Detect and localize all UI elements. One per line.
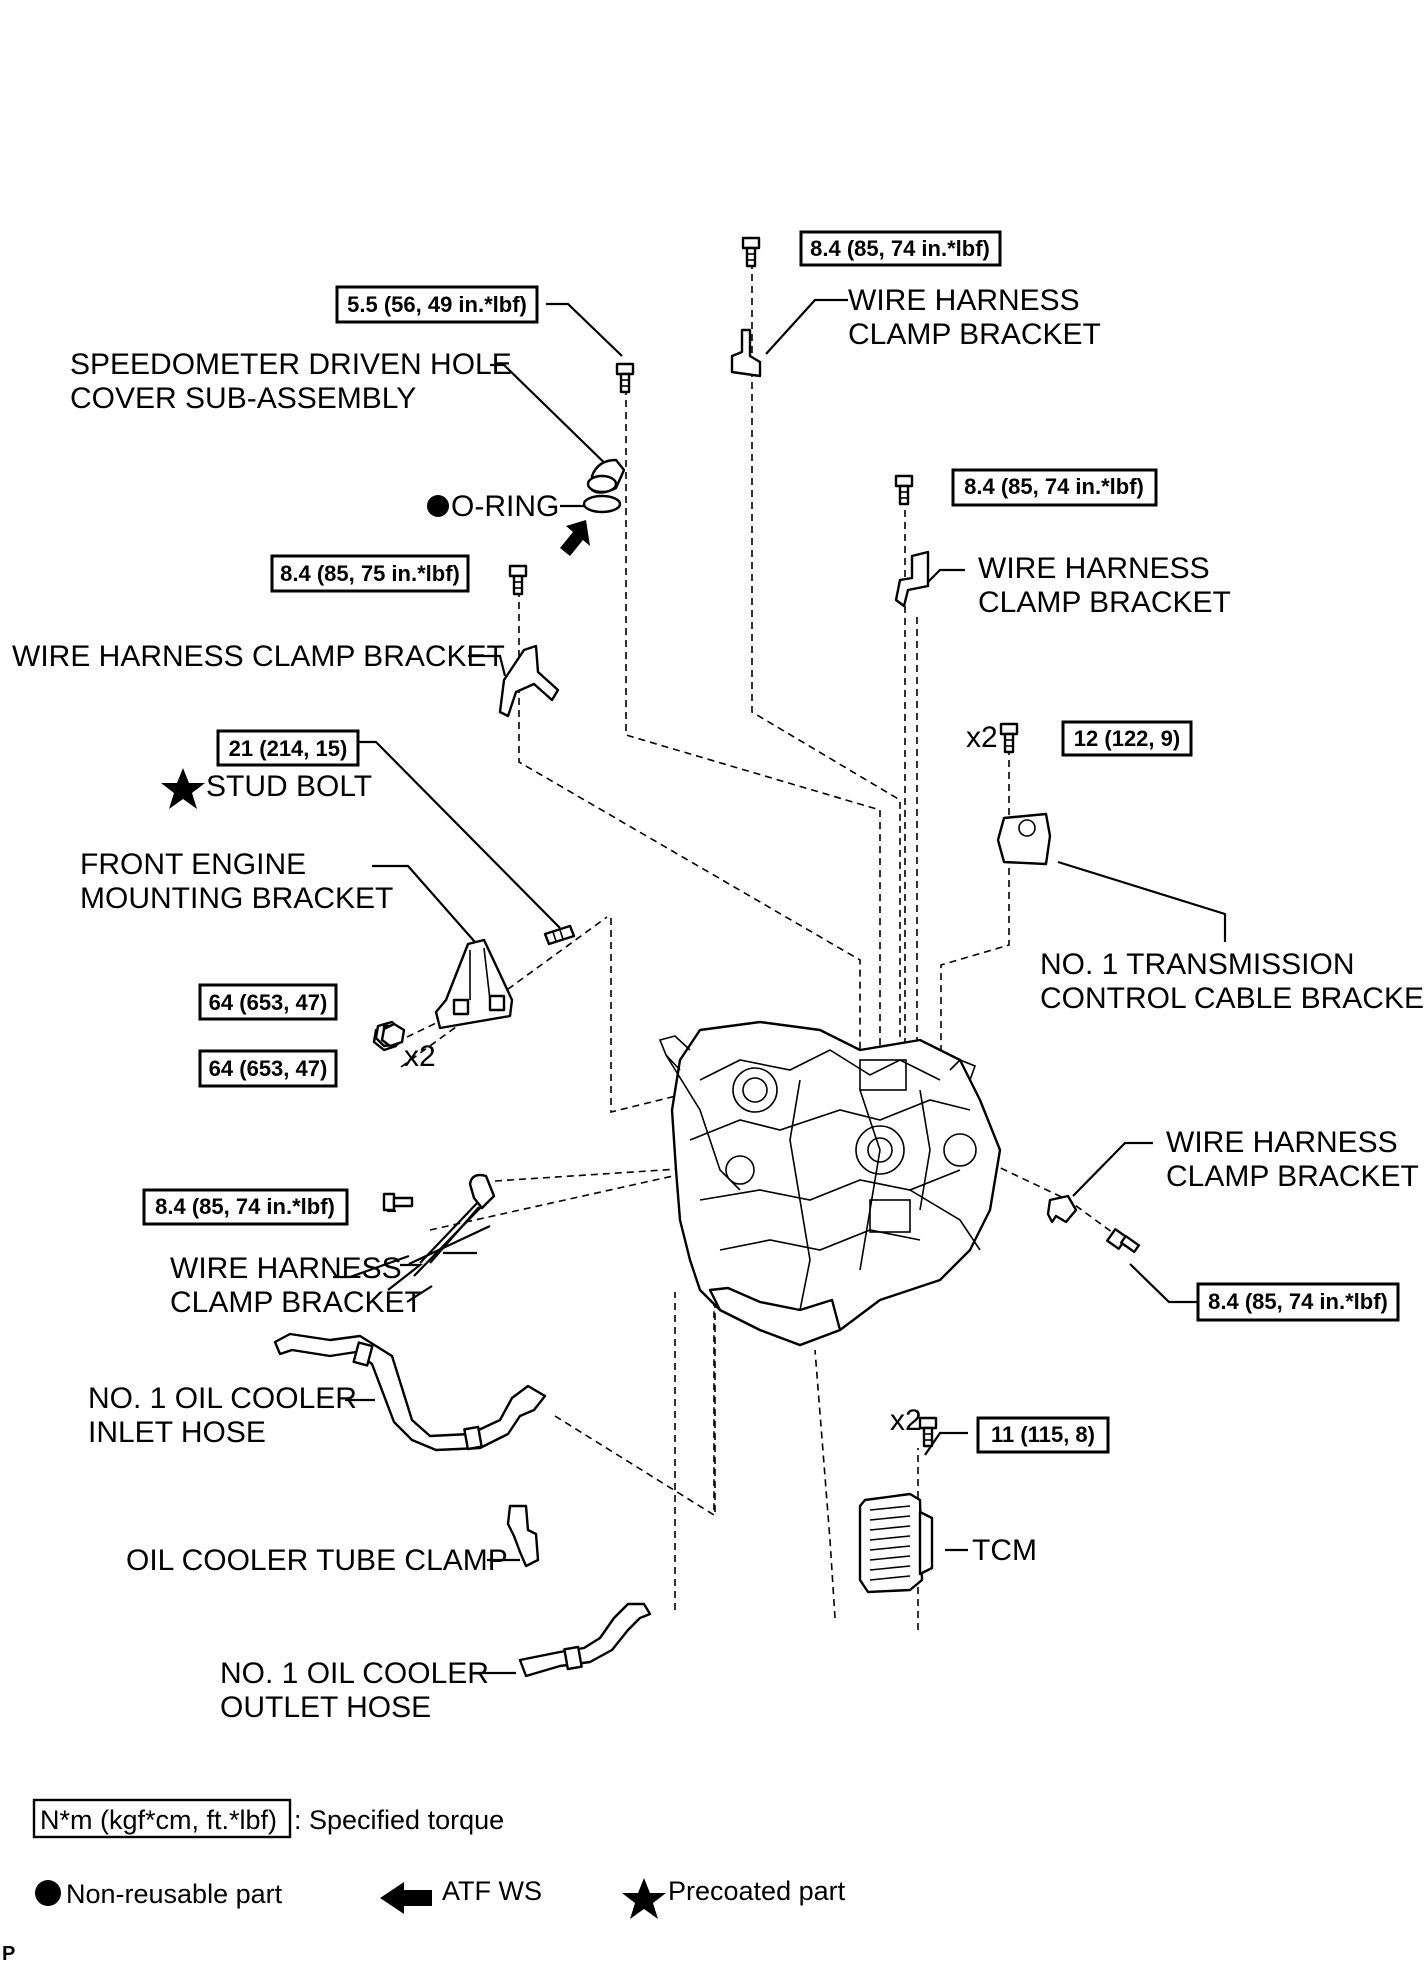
torque-value: 12 (122, 9): [1074, 726, 1180, 751]
label-tccb-2: CONTROL CABLE BRACKET: [1040, 982, 1424, 1015]
torque-value: 64 (653, 47): [209, 990, 328, 1015]
label-tcm: TCM: [972, 1534, 1037, 1567]
label-speedo-2: COVER SUB-ASSEMBLY: [70, 382, 416, 415]
legend-precoated: Precoated part: [668, 1876, 846, 1906]
torque-value: 8.4 (85, 75 in.*lbf): [280, 561, 460, 586]
wire-harness-clamp-bracket-right: [894, 550, 930, 608]
footer-code: P: [2, 1943, 15, 1963]
oil-cooler-outlet-hose: [518, 1602, 652, 1678]
legend-dot-icon: [35, 1880, 61, 1906]
part-labels: WIRE HARNESS CLAMP BRACKET SPEEDOMETER D…: [12, 284, 1424, 1724]
torque-value: 8.4 (85, 74 in.*lbf): [1208, 1289, 1388, 1314]
wire-harness-clamp-bracket-left: [498, 644, 560, 718]
transaxle-assembly: [658, 1020, 1002, 1347]
label-whcb-right-2: CLAMP BRACKET: [978, 586, 1231, 619]
legend-atf: ATF WS: [442, 1876, 542, 1906]
torque-value: 21 (214, 15): [229, 736, 348, 761]
precoated-star: [161, 768, 205, 809]
o-ring: [582, 494, 622, 514]
oil-cooler-inlet-hose: [273, 1332, 547, 1452]
label-whcb-lower-left-1: WIRE HARNESS: [170, 1252, 402, 1285]
bolt-mount-lower: [380, 1022, 406, 1048]
bolt-speedo: [615, 362, 635, 394]
legend-arrow-icon: [380, 1882, 432, 1914]
non-reusable-dot: [427, 495, 449, 517]
torque-box-tcm: 11 (115, 8): [976, 1416, 1110, 1454]
label-whcb-lower-right-2: CLAMP BRACKET: [1166, 1160, 1419, 1193]
torque-value: 8.4 (85, 74 in.*lbf): [155, 1194, 335, 1219]
torque-box-lower-left: 8.4 (85, 74 in.*lbf): [142, 1188, 349, 1226]
torque-box-mount-2: 64 (653, 47): [198, 1049, 338, 1088]
label-whcb-lower-right-1: WIRE HARNESS: [1166, 1126, 1398, 1159]
label-speedo-1: SPEEDOMETER DRIVEN HOLE: [70, 348, 512, 381]
label-x2-cable: x2: [966, 721, 998, 754]
bolt-lower-right: [1106, 1228, 1141, 1254]
front-engine-mounting-bracket: [434, 938, 514, 1030]
bolt-tcm: [918, 1416, 938, 1448]
bolt-cable-bracket: [999, 722, 1019, 754]
oil-cooler-tube-clamp: [506, 1504, 540, 1568]
legend-non-reusable: Non-reusable part: [66, 1879, 283, 1909]
legend-torque-box-text: N*m (kgf*cm, ft.*lbf): [40, 1805, 277, 1835]
label-x2-tcm: x2: [890, 1404, 922, 1437]
speedometer-cover: [586, 458, 626, 494]
wire-harness-clamp-bracket-lower-right: [1046, 1194, 1078, 1224]
torque-box-mount-1: 64 (653, 47): [198, 983, 338, 1021]
atf-arrow: [560, 520, 590, 556]
torque-box-left-bracket: 8.4 (85, 75 in.*lbf): [270, 554, 470, 593]
wire-harness-clamp-bracket-lower-left: [468, 1173, 496, 1210]
wire-harness-clamp-bracket-top: [730, 328, 762, 378]
bolt-top: [741, 236, 761, 268]
torque-box-upper-right: 8.4 (85, 74 in.*lbf): [951, 468, 1158, 507]
label-whcb-top-1: WIRE HARNESS: [848, 284, 1080, 317]
label-whcb-lower-left-2: CLAMP BRACKET: [170, 1286, 423, 1319]
bolt-left-bracket: [508, 564, 528, 596]
label-stud-bolt: STUD BOLT: [206, 770, 372, 803]
torque-value: 8.4 (85, 74 in.*lbf): [964, 474, 1144, 499]
torque-box-stud: 21 (214, 15): [216, 729, 360, 767]
label-x2-mount: x2: [404, 1040, 436, 1073]
legend: N*m (kgf*cm, ft.*lbf) : Specified torque…: [2, 1798, 846, 1963]
torque-box-cable-bracket: 12 (122, 9): [1061, 720, 1193, 757]
label-tube-clamp: OIL COOLER TUBE CLAMP: [126, 1544, 508, 1577]
torque-value: 5.5 (56, 49 in.*lbf): [347, 292, 527, 317]
label-inlet-hose-1: NO. 1 OIL COOLER: [88, 1382, 357, 1415]
label-whcb-top-2: CLAMP BRACKET: [848, 318, 1101, 351]
torque-box-top: 8.4 (85, 74 in.*lbf): [799, 230, 1002, 267]
legend-torque-desc: : Specified torque: [294, 1805, 504, 1835]
label-outlet-hose-1: NO. 1 OIL COOLER: [220, 1657, 489, 1690]
torque-box-lower-right: 8.4 (85, 74 in.*lbf): [1196, 1282, 1400, 1322]
leader-lines: [333, 298, 1227, 1675]
tcm-unit: [858, 1492, 934, 1594]
label-whcb-left: WIRE HARNESS CLAMP BRACKET: [12, 640, 505, 673]
torque-box-speedo: 5.5 (56, 49 in.*lbf): [335, 285, 539, 324]
bolt-lower-left: [382, 1192, 414, 1212]
transmission-control-cable-bracket: [996, 812, 1052, 866]
stud-bolt: [543, 924, 576, 946]
bolt-upper-right: [894, 474, 914, 506]
label-tccb-1: NO. 1 TRANSMISSION: [1040, 948, 1355, 981]
label-femb-1: FRONT ENGINE: [80, 848, 306, 881]
label-inlet-hose-2: INLET HOSE: [88, 1416, 266, 1449]
label-o-ring: O-RING: [451, 490, 559, 523]
legend-star-icon: [622, 1878, 666, 1919]
torque-value: 8.4 (85, 74 in.*lbf): [810, 236, 990, 261]
label-outlet-hose-2: OUTLET HOSE: [220, 1691, 431, 1724]
torque-value: 11 (115, 8): [991, 1422, 1095, 1447]
label-femb-2: MOUNTING BRACKET: [80, 882, 393, 915]
torque-value: 64 (653, 47): [209, 1056, 328, 1081]
label-whcb-right-1: WIRE HARNESS: [978, 552, 1210, 585]
